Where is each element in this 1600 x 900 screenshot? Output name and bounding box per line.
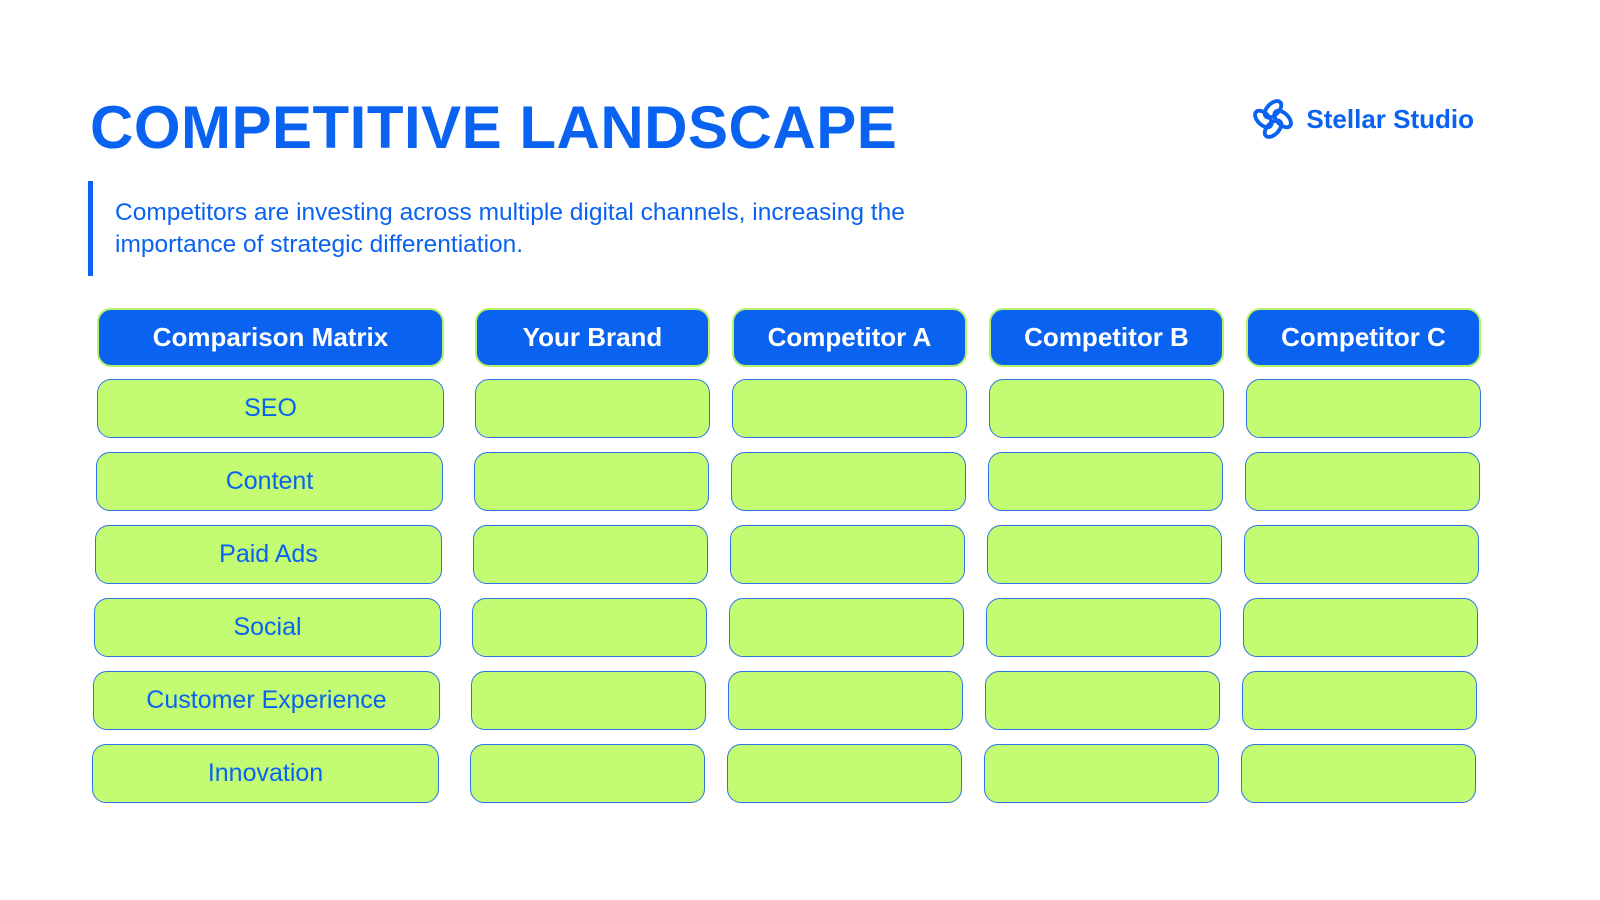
matrix-header-1: Your Brand bbox=[475, 308, 710, 367]
matrix-value-cell bbox=[474, 452, 709, 511]
matrix-value-cell bbox=[1246, 379, 1481, 438]
matrix-value-cell bbox=[1242, 671, 1477, 730]
brand-name: Stellar Studio bbox=[1306, 103, 1474, 134]
stellar-studio-logo-icon bbox=[1253, 99, 1294, 139]
matrix-header-4: Competitor C bbox=[1246, 308, 1481, 367]
matrix-value-cell bbox=[1245, 452, 1480, 511]
matrix-row-label: Customer Experience bbox=[93, 671, 440, 730]
matrix-value-cell bbox=[988, 452, 1223, 511]
matrix-header-2: Competitor A bbox=[732, 308, 967, 367]
matrix-value-cell bbox=[472, 598, 707, 657]
callout-accent-bar bbox=[88, 181, 93, 276]
matrix-value-cell bbox=[985, 671, 1220, 730]
slide-title: COMPETITIVE LANDSCAPE bbox=[90, 94, 898, 161]
matrix-value-cell bbox=[473, 525, 708, 584]
matrix-row-label: Paid Ads bbox=[95, 525, 442, 584]
brand-logo-group: Stellar Studio bbox=[1250, 96, 1474, 142]
matrix-row-label: Social bbox=[94, 598, 441, 657]
matrix-value-cell bbox=[984, 744, 1219, 803]
matrix-row-label: Content bbox=[96, 452, 443, 511]
matrix-header-label-column: Comparison Matrix bbox=[97, 308, 444, 367]
matrix-value-cell bbox=[986, 598, 1221, 657]
matrix-value-cell bbox=[1244, 525, 1479, 584]
matrix-value-cell bbox=[989, 379, 1224, 438]
subtitle-callout: Competitors are investing across multipl… bbox=[88, 181, 988, 276]
matrix-value-cell bbox=[729, 598, 964, 657]
matrix-value-cell bbox=[728, 671, 963, 730]
matrix-value-cell bbox=[470, 744, 705, 803]
matrix-value-cell bbox=[731, 452, 966, 511]
matrix-value-cell bbox=[475, 379, 710, 438]
matrix-row-label: Innovation bbox=[92, 744, 439, 803]
matrix-value-cell bbox=[1241, 744, 1476, 803]
subtitle-text: Competitors are investing across multipl… bbox=[115, 199, 905, 258]
matrix-value-cell bbox=[732, 379, 967, 438]
matrix-value-cell bbox=[1243, 598, 1478, 657]
matrix-row-label: SEO bbox=[97, 379, 444, 438]
matrix-value-cell bbox=[727, 744, 962, 803]
matrix-value-cell bbox=[471, 671, 706, 730]
matrix-value-cell bbox=[730, 525, 965, 584]
matrix-header-3: Competitor B bbox=[989, 308, 1224, 367]
matrix-value-cell bbox=[987, 525, 1222, 584]
